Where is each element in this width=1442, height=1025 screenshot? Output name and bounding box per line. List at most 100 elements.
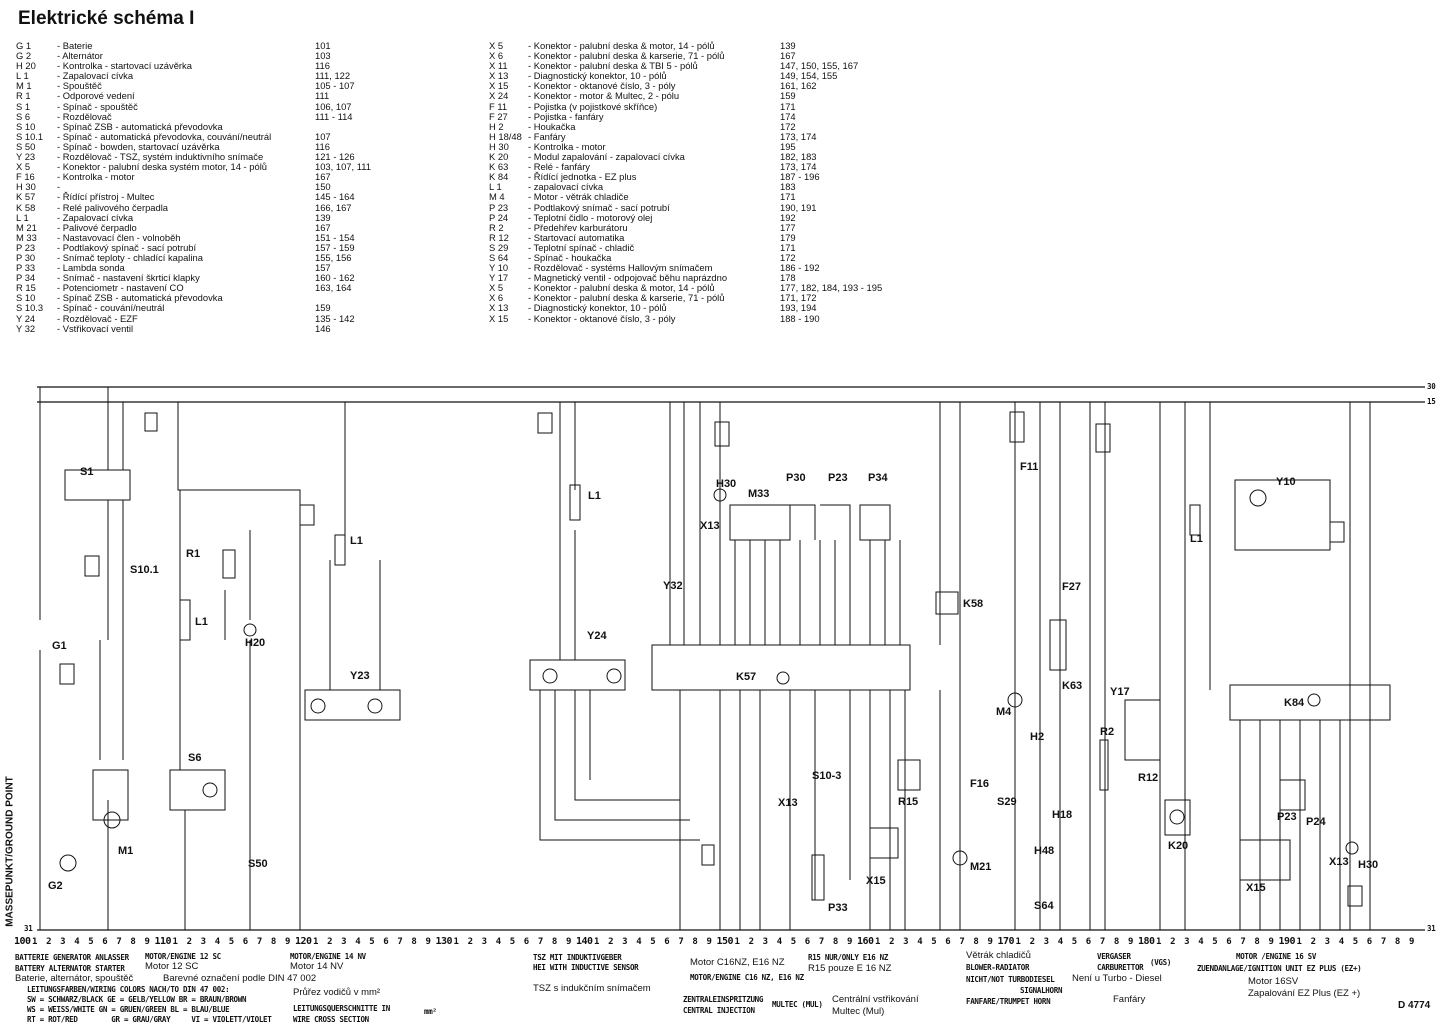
legend-desc: - Nastavovací člen - volnoběh: [57, 231, 181, 243]
ruler-tick: 9: [987, 937, 993, 947]
ruler-tick: 5: [88, 937, 94, 947]
ruler-tick: 9: [1268, 937, 1274, 947]
ruler-tick: 4: [917, 937, 923, 947]
component-label: P30: [786, 472, 806, 484]
ruler-tick: 4: [1198, 937, 1204, 947]
legend-desc: - Teplotní spínač - chladič: [528, 241, 635, 253]
legend-pages: 161, 162: [780, 80, 817, 92]
legend-pages: 139: [780, 40, 796, 51]
legend-desc: - Rozdělovač - TSZ, systém induktivního …: [57, 151, 264, 163]
ruler-tick: 3: [1184, 937, 1190, 947]
legend-desc: - Konektor - palubní deska systém motor,…: [57, 161, 267, 173]
legend-code: G 2: [16, 50, 32, 62]
legend-desc: - Podtlakový snímač - sací potrubí: [528, 201, 670, 213]
ruler-tick: 5: [650, 937, 656, 947]
ruler-tick: 2: [889, 937, 895, 947]
legend-desc: - Spouštěč: [57, 80, 102, 92]
caption-colors-title: LEITUNGSFARBEN/WIRING COLORS NACH/TO DIN…: [27, 985, 230, 994]
component-label: X13: [700, 520, 720, 532]
legend-code: S 64: [489, 251, 509, 263]
legend-pages: 151 - 154: [315, 231, 355, 243]
component-label: K58: [963, 598, 984, 610]
legend-pages: 188 - 190: [780, 312, 820, 324]
ruler-tick: 2: [327, 937, 333, 947]
ruler-tick: 8: [832, 937, 839, 947]
caption-colors-row3: RT = ROT/RED GR = GRAU/GRAY VI = VIOLETT…: [27, 1015, 272, 1024]
legend-pages: 121 - 126: [315, 151, 355, 163]
ruler-tick: 2: [608, 937, 614, 947]
legend-desc: - Spínač - spouštěč: [57, 100, 138, 112]
ruler-tick: 8: [1394, 937, 1401, 947]
ruler-tick: 160: [857, 936, 874, 947]
legend-desc: - Diagnostický konektor, 10 - pólů: [528, 70, 667, 82]
ruler-tick: 1: [1296, 937, 1302, 947]
ruler-tick: 3: [341, 937, 347, 947]
legend-code: H 18/48: [489, 130, 522, 142]
caption-carb-code: (VGS): [1150, 958, 1172, 967]
caption-carb-en: CARBURETTOR: [1097, 963, 1144, 972]
ruler-tick: 3: [622, 937, 628, 947]
rail-label-15: 15: [1427, 397, 1436, 406]
component-label: H2: [1030, 731, 1045, 743]
ruler-tick: 3: [762, 937, 769, 947]
legend-code: L 1: [16, 70, 29, 82]
ruler-tick: 9: [846, 937, 853, 947]
legend-code: X 11: [489, 60, 508, 72]
ruler-tick: 1: [594, 937, 600, 947]
ruler-tick: 3: [1043, 937, 1050, 947]
component-label: G1: [52, 640, 67, 652]
ruler-tick: 4: [776, 937, 783, 947]
legend-desc: - Konektor - palubní deska & motor, 14 -…: [528, 40, 715, 51]
legend-code: X 15: [489, 80, 509, 92]
legend-desc: - Snímač - nastavení škrticí klapky: [57, 272, 200, 284]
caption-cross-en: WIRE CROSS SECTION: [293, 1015, 369, 1024]
legend-code: M 33: [16, 231, 37, 243]
legend-pages: 178: [780, 272, 796, 284]
legend-code: S 1: [16, 100, 31, 112]
legend-desc: - Konektor - palubní deska & TBI 5 - pól…: [528, 60, 698, 72]
legend-code: X 5: [489, 282, 504, 294]
legend-code: K 57: [16, 191, 36, 203]
ruler-tick: 150: [716, 936, 734, 947]
ruler-tick: 1: [172, 937, 178, 947]
legend-desc: - Konektor - palubní deska & karserie, 7…: [528, 292, 725, 304]
legend-pages: 146: [315, 322, 331, 334]
ruler-tick: 170: [997, 936, 1015, 947]
component-label: L1: [1190, 533, 1203, 545]
legend-pages: 116: [315, 140, 330, 152]
legend-pages: 171: [780, 241, 796, 253]
caption-engine16-cz: Motor 16SV: [1248, 976, 1299, 987]
ruler-tick: 8: [1254, 937, 1260, 947]
legend-desc: - zapalovací cívka: [528, 181, 604, 193]
legend-code: F 27: [489, 110, 508, 122]
rail-label-31: 31: [1427, 924, 1436, 933]
ruler-tick: 2: [1170, 937, 1176, 947]
legend-desc: - Teplotní čidlo - motorový olej: [528, 211, 653, 223]
component-label: M33: [748, 488, 770, 500]
legend-pages: 186 - 192: [780, 262, 820, 274]
legend-code: P 30: [16, 251, 36, 263]
legend-code: H 30: [489, 140, 509, 152]
legend-code: Y 23: [16, 151, 36, 163]
legend-code: Y 24: [16, 312, 36, 324]
ruler-tick: 1: [1156, 937, 1162, 947]
legend-code: R 2: [489, 221, 504, 233]
legend-pages: 111: [315, 90, 330, 102]
component-label: H48: [1034, 845, 1055, 857]
legend-code: S 10.1: [16, 130, 44, 142]
ruler-tick: 5: [228, 937, 235, 947]
legend-code: Y 17: [489, 272, 509, 284]
component-label: P34: [868, 472, 888, 484]
legend-code: X 5: [16, 161, 31, 173]
ruler-tick: 6: [804, 937, 811, 947]
legend-desc: - Konektor - motor & Multec, 2 - pólu: [528, 90, 680, 102]
legend-pages: 192: [780, 211, 796, 223]
ruler-tick: 9: [144, 937, 150, 947]
ruler-tick: 1: [734, 937, 740, 947]
component-label: P33: [828, 902, 848, 914]
ruler-tick: 7: [537, 937, 544, 947]
caption-central-de: ZENTRALEINSPRITZUNG: [683, 995, 764, 1004]
caption-battery-en: BATTERY ALTERNATOR STARTER: [15, 964, 125, 973]
component-label: X15: [1246, 882, 1266, 894]
page-title: Elektrické schéma I: [18, 8, 195, 29]
